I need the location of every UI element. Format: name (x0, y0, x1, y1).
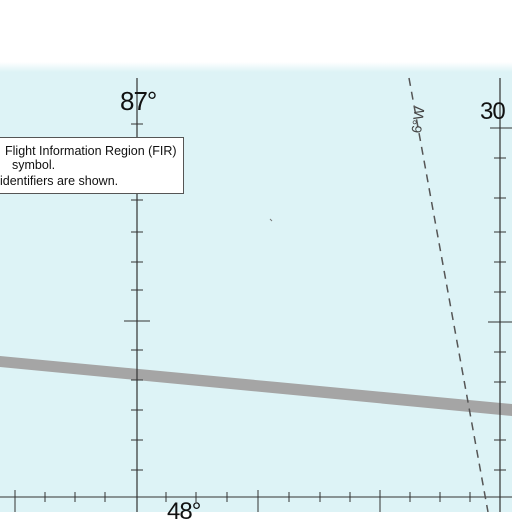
legend-note-box: Flight Information Region (FIR) symbol. … (0, 137, 184, 194)
right-meridian-ticks (488, 127, 512, 471)
fir-boundary-band (0, 356, 512, 416)
longitude-label: 87° (120, 86, 157, 116)
map-margin (0, 0, 512, 72)
latitude-label-right: 30 (480, 98, 506, 125)
latitude-label-bottom: 48° (167, 498, 201, 525)
note-line-3: identifiers are shown. (0, 174, 119, 188)
isogonic-line (408, 77, 489, 512)
map-linework (0, 77, 512, 512)
note-line-2: symbol. (12, 158, 56, 172)
note-line-1: Flight Information Region (FIR) (5, 144, 177, 158)
parallel-ticks (14, 490, 471, 512)
map-speck (269, 218, 273, 222)
meridian-ticks (124, 123, 150, 498)
